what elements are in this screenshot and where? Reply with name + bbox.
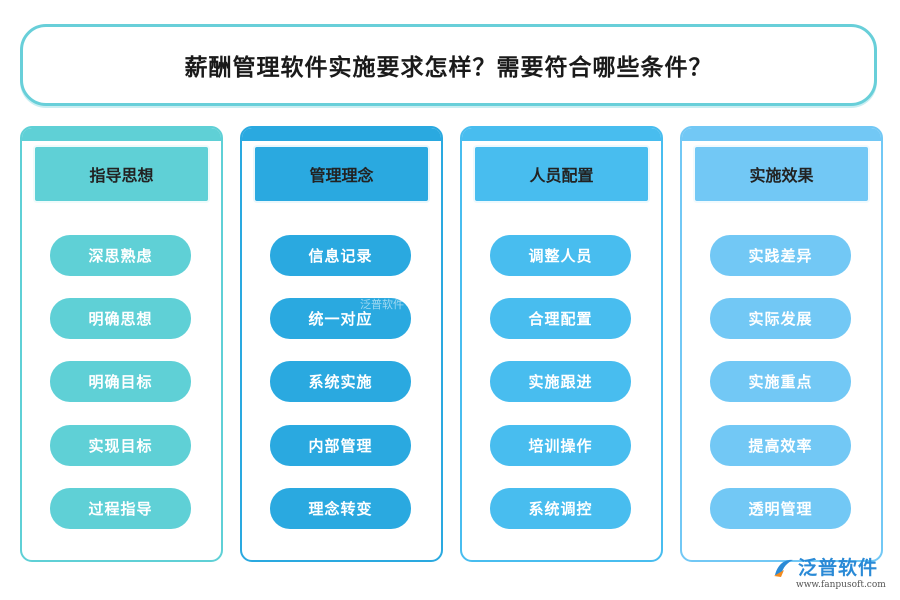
- title-box: 薪酬管理软件实施要求怎样？需要符合哪些条件？: [20, 24, 877, 106]
- column-3: 人员配置调整人员合理配置实施跟进培训操作系统调控: [460, 126, 663, 562]
- item-pill: 培训操作: [490, 425, 631, 466]
- column-4: 实施效果实践差异实际发展实施重点提高效率透明管理: [680, 126, 883, 562]
- item-pill: 实际发展: [710, 298, 851, 339]
- item-pill: 调整人员: [490, 235, 631, 276]
- item-pill: 系统调控: [490, 488, 631, 529]
- column-top-band: [682, 128, 881, 141]
- column-heading: 管理理念: [253, 145, 430, 203]
- column-top-band: [242, 128, 441, 141]
- column-heading: 人员配置: [473, 145, 650, 203]
- item-pill: 合理配置: [490, 298, 631, 339]
- item-pill: 明确目标: [50, 361, 191, 402]
- logo-name: 泛普软件: [798, 557, 879, 579]
- item-pill: 透明管理: [710, 488, 851, 529]
- item-pill: 内部管理: [270, 425, 411, 466]
- item-pill: 实践差异: [710, 235, 851, 276]
- page-title: 薪酬管理软件实施要求怎样？需要符合哪些条件？: [184, 55, 713, 81]
- column-top-band: [462, 128, 661, 141]
- brand-logo: 泛普软件 www.fanpusoft.com: [770, 553, 895, 597]
- column-heading: 实施效果: [693, 145, 870, 203]
- column-top-band: [22, 128, 221, 141]
- item-pill: 提高效率: [710, 425, 851, 466]
- item-pill: 实现目标: [50, 425, 191, 466]
- item-pill: 实施重点: [710, 361, 851, 402]
- item-pill: 深思熟虑: [50, 235, 191, 276]
- item-pill: 统一对应: [270, 298, 411, 339]
- item-pill: 明确思想: [50, 298, 191, 339]
- column-1: 指导思想深思熟虑明确思想明确目标实现目标过程指导: [20, 126, 223, 562]
- item-pill: 信息记录: [270, 235, 411, 276]
- logo-icon: [774, 559, 793, 577]
- item-pill: 理念转变: [270, 488, 411, 529]
- item-pill: 实施跟进: [490, 361, 631, 402]
- item-pill: 过程指导: [50, 488, 191, 529]
- column-2: 管理理念信息记录统一对应系统实施内部管理理念转变: [240, 126, 443, 562]
- logo-url: www.fanpusoft.com: [796, 580, 886, 590]
- column-heading: 指导思想: [33, 145, 210, 203]
- item-pill: 系统实施: [270, 361, 411, 402]
